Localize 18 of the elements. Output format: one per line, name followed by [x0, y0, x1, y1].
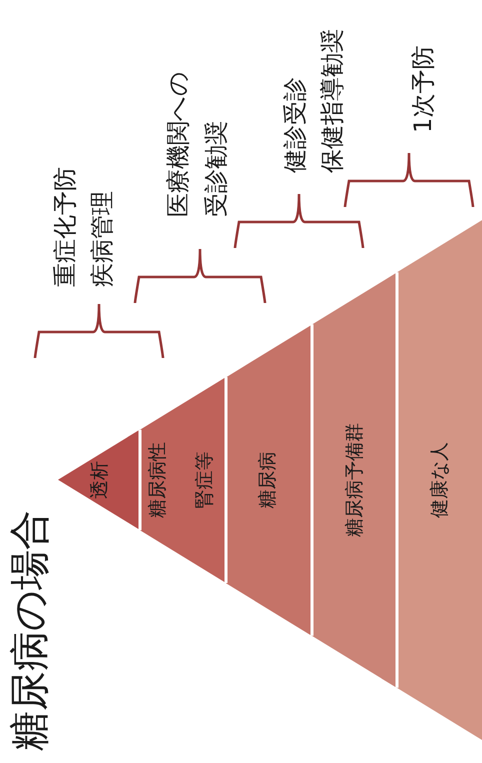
bracket-label: 健診受診: [283, 77, 307, 173]
title: 糖尿病の場合: [10, 510, 50, 751]
pyramid-tier: [226, 324, 312, 636]
pyramid-tier: [312, 272, 397, 688]
tier-label: 透析: [90, 461, 110, 500]
bracket-label: 医療機関への: [166, 71, 190, 217]
pyramid-tier: [397, 220, 482, 740]
bracket-label: 受診勧奨: [204, 121, 228, 217]
bracket-label: 保健指導勧奨: [320, 29, 344, 173]
bracket-label: 疾病管理: [90, 191, 114, 287]
tier-label: 糖尿病性: [148, 442, 168, 518]
bracket-label: 1次予防: [411, 46, 435, 133]
pyramid-tier: [140, 377, 226, 583]
tier-label: 腎症等: [196, 452, 214, 509]
tier-label: 健康な人: [430, 442, 450, 518]
bracket-label: 重症化予防: [53, 167, 77, 287]
tier-label: 糖尿病予備群: [346, 423, 364, 538]
tier-label: 糖尿病: [258, 452, 278, 509]
